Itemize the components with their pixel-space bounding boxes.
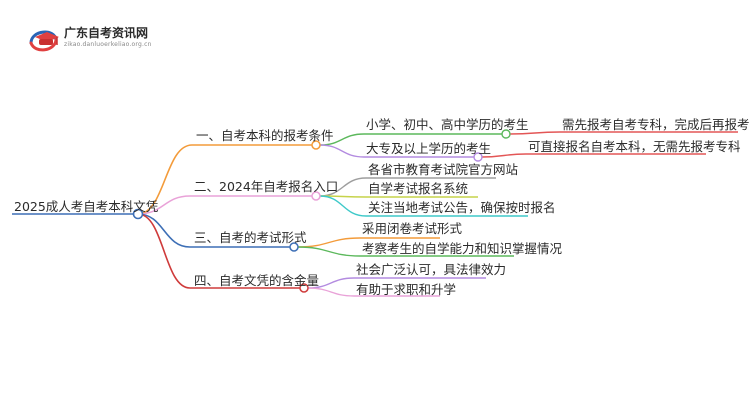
branch-connector-dot-1 [311, 140, 321, 150]
edge-leaf-1-1-to-sub-1 [509, 131, 561, 135]
branch-label-2: 二、2024年自考报名入口 [194, 179, 339, 194]
root-connector-dot [132, 208, 144, 220]
leaf-label-4-2: 有助于求职和升学 [356, 282, 457, 297]
logo-title: 广东自考资讯网 [64, 26, 149, 40]
branch-connector-dot-4 [299, 283, 309, 293]
edge-root-to-branch-3 [137, 213, 191, 248]
leaf-label-3-2: 考察考生的自学能力和知识掌握情况 [362, 241, 563, 256]
leaf-connector-dot-1-2 [473, 152, 483, 162]
edge-branch-2-to-leaf-3 [319, 195, 367, 217]
branch-connector-dot-3 [289, 242, 299, 252]
edge-branch-1-to-leaf-2 [319, 144, 365, 158]
edge-branch-3-to-leaf-2 [297, 246, 361, 257]
branch-label-3: 三、自考的考试形式 [194, 230, 307, 245]
branch-label-1: 一、自考本科的报考条件 [196, 128, 334, 143]
leaf-label-1-1-1: 需先报考自考专科，完成后再报考本科 [562, 117, 750, 132]
edge-leaf-1-2-to-sub-1 [481, 153, 527, 158]
leaf-label-2-2: 自学考试报名系统 [368, 181, 469, 196]
edge-branch-3-to-leaf-1 [297, 237, 361, 248]
branch-label-4: 四、自考文凭的含金量 [194, 273, 320, 288]
leaf-label-1-1: 小学、初中、高中学历的考生 [366, 117, 529, 132]
leaf-label-2-3: 关注当地考试公告，确保按时报名 [368, 200, 556, 215]
leaf-label-1-2: 大专及以上学历的考生 [366, 141, 492, 156]
root-node-label: 2025成人考自考本科文凭 [14, 199, 159, 214]
edge-root-to-branch-1 [137, 144, 193, 215]
logo-subtitle: zikao.danluoerkeliao.org.cn [64, 41, 152, 48]
leaf-label-4-1: 社会广泛认可，具法律效力 [356, 262, 507, 277]
leaf-label-3-1: 采用闭卷考试形式 [362, 221, 463, 236]
branch-connector-dot-2 [311, 191, 321, 201]
edge-root-to-branch-2 [137, 195, 191, 215]
leaf-connector-dot-1-1 [501, 129, 511, 139]
edge-branch-4-to-leaf-2 [307, 287, 355, 297]
leaf-label-2-1: 各省市教育考试院官方网站 [368, 162, 519, 177]
edge-root-to-branch-4 [137, 213, 191, 289]
leaf-label-1-2-1: 可直接报名自考本科，无需先报考专科 [528, 139, 741, 154]
logo-mortarboard-icon [29, 30, 59, 52]
